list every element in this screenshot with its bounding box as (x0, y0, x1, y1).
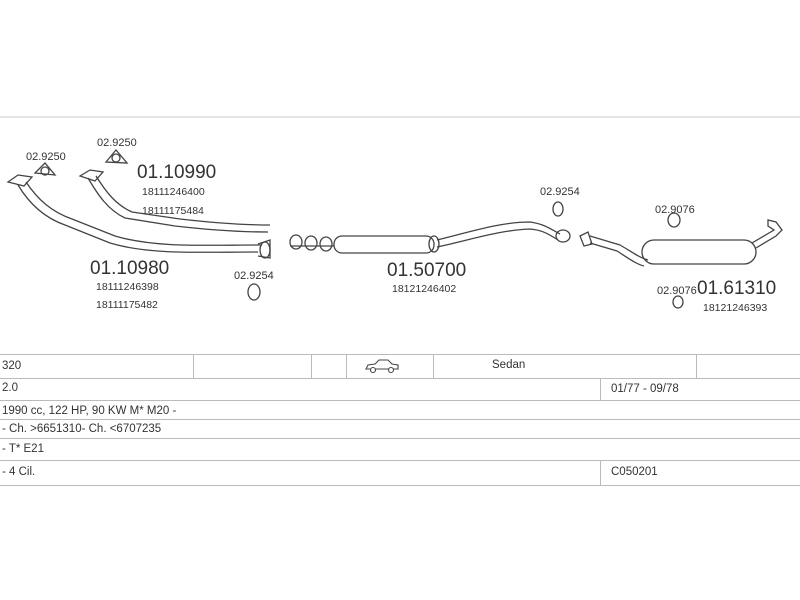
label-front-pipe-upper-code: 01.10990 (137, 162, 216, 183)
label-front-pipe-lower-ref2: 18111175482 (96, 299, 158, 311)
table-divider (311, 354, 312, 378)
middle-silencer (289, 221, 561, 254)
sedan-car-icon (365, 359, 399, 374)
table-border (0, 438, 800, 439)
gasket-icon-mid-right (552, 201, 564, 217)
front-pipe-upper (78, 169, 271, 233)
label-front-pipe-lower-ref1: 18111246398 (96, 281, 159, 293)
pipe-connector (555, 229, 593, 247)
vehicle-type-code: - T* E21 (2, 443, 44, 455)
vehicle-cylinders: - 4 Cil. (2, 466, 36, 478)
label-middle-silencer-ref1: 18121246402 (392, 283, 456, 295)
table-divider (696, 354, 697, 378)
table-divider (600, 460, 601, 485)
front-pipe-lower (6, 174, 263, 253)
label-gasket-mid-right: 02.9254 (540, 186, 580, 198)
table-border (0, 485, 800, 486)
exhaust-system-diagram: 02.9250 02.9250 01.10990 18111246400 181… (0, 116, 800, 314)
table-divider (193, 354, 194, 378)
label-gasket-top-left-a: 02.9250 (26, 151, 66, 163)
vehicle-chassis-range: - Ch. >6651310- Ch. <6707235 (2, 423, 162, 435)
table-border (0, 460, 800, 461)
label-front-pipe-upper-ref2: 18111175484 (142, 205, 204, 217)
table-border (0, 354, 800, 355)
label-front-pipe-lower-code: 01.10980 (90, 258, 169, 279)
label-gasket-top-left-b: 02.9250 (97, 137, 137, 149)
clamp-icon-bottom (672, 295, 684, 309)
rear-silencer (589, 219, 783, 267)
gasket-icon-top-left-a (33, 162, 57, 176)
table-border (0, 378, 800, 379)
label-clamp-top: 02.9076 (655, 204, 695, 216)
vehicle-body-type: Sedan (492, 359, 526, 371)
table-divider (346, 354, 347, 378)
vehicle-catalog-code: C050201 (611, 466, 658, 478)
table-border (0, 419, 800, 420)
label-gasket-mid-left: 02.9254 (234, 270, 274, 282)
label-rear-silencer-code: 01.61310 (697, 278, 776, 299)
label-rear-silencer-ref1: 18121246393 (703, 302, 767, 314)
vehicle-engine-size: 2.0 (2, 382, 18, 394)
gasket-icon-mid-left (247, 283, 261, 301)
front-pipe-joint (257, 239, 271, 259)
table-border (0, 400, 800, 401)
table-divider (433, 354, 434, 378)
vehicle-model: 320 (2, 360, 22, 372)
vehicle-production-dates: 01/77 - 09/78 (611, 383, 679, 395)
clamp-icon-top (667, 212, 681, 228)
gasket-icon-top-left-b (104, 148, 129, 164)
vehicle-engine-details: 1990 cc, 122 HP, 90 KW M* M20 - (2, 405, 177, 417)
label-middle-silencer-code: 01.50700 (387, 260, 466, 281)
label-front-pipe-upper-ref1: 18111246400 (142, 186, 205, 198)
label-clamp-bottom: 02.9076 (657, 285, 697, 297)
table-divider (600, 378, 601, 400)
